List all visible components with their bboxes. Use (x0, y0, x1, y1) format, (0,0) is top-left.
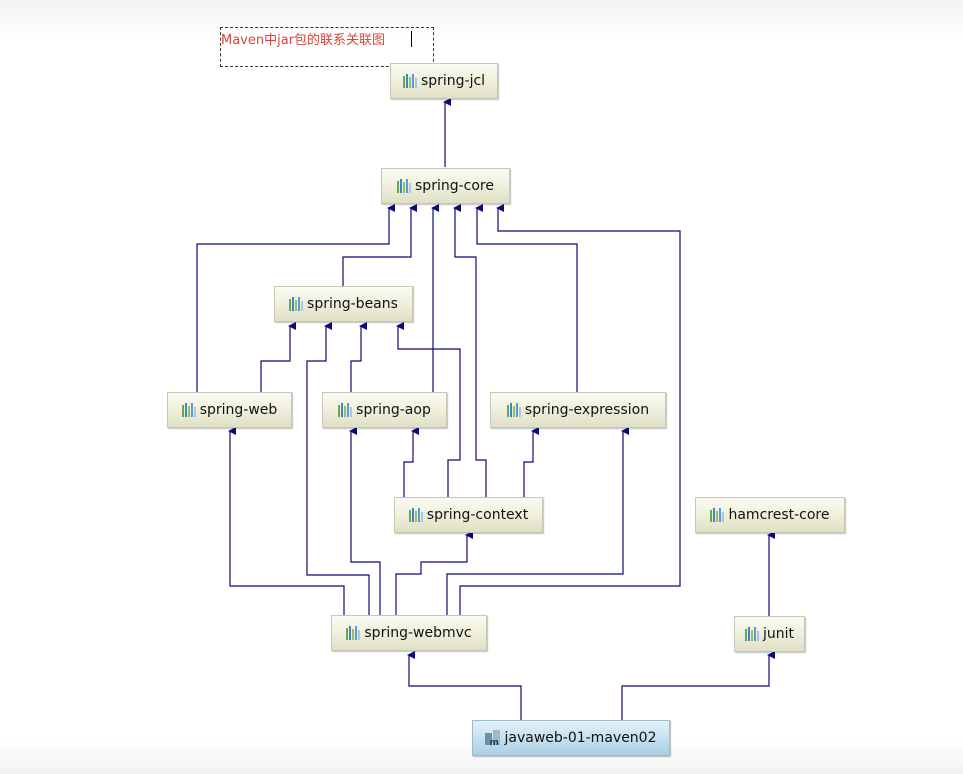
edge-webmvc-to-core (459, 204, 681, 615)
node-label: spring-context (426, 507, 529, 523)
node-label: spring-beans (307, 296, 398, 312)
jar-icon (397, 179, 412, 193)
jar-icon (181, 403, 196, 417)
jar-icon (408, 508, 423, 522)
jar-icon (744, 627, 759, 641)
text-cursor (411, 31, 412, 47)
node-spring-jcl[interactable]: spring-jcl (390, 63, 498, 99)
edge-webmvc-to-context (395, 531, 473, 615)
node-project-javaweb-01-maven02[interactable]: m javaweb-01-maven02 (472, 720, 670, 756)
edge-webmvc-to-web (228, 427, 345, 615)
node-spring-core[interactable]: spring-core (381, 168, 510, 204)
edge-context-to-core (453, 204, 487, 497)
maven-project-icon: m (485, 730, 501, 748)
jar-icon (402, 74, 417, 88)
node-spring-web[interactable]: spring-web (167, 392, 292, 428)
jar-icon (710, 508, 725, 522)
edge-context-to-beans (396, 322, 461, 497)
jar-icon (346, 626, 361, 640)
node-label: spring-aop (356, 402, 431, 418)
edge-project-to-junit (621, 651, 775, 720)
jar-icon (506, 403, 521, 417)
node-spring-webmvc[interactable]: spring-webmvc (331, 615, 487, 651)
edge-beans-to-core (342, 204, 417, 286)
edge-context-to-aop (403, 427, 419, 497)
edge-web-to-beans (260, 322, 296, 392)
node-spring-aop[interactable]: spring-aop (322, 392, 447, 428)
node-hamcrest-core[interactable]: hamcrest-core (695, 497, 845, 533)
diagram-title: Maven中jar包的联系关联图 (221, 33, 386, 48)
edge-web-to-core (196, 204, 395, 392)
edge-webmvc-to-expression (446, 427, 629, 615)
node-label: spring-expression (524, 402, 650, 418)
edge-webmvc-to-beans (306, 322, 370, 615)
node-label: junit (762, 626, 794, 642)
node-label: hamcrest-core (728, 507, 830, 523)
edge-webmvc-to-aop (349, 427, 381, 615)
edge-aop-to-beans (350, 322, 367, 392)
edge-project-to-webmvc (407, 651, 522, 720)
node-label: javaweb-01-maven02 (504, 730, 657, 746)
node-label: spring-webmvc (364, 625, 472, 641)
jar-icon (338, 403, 353, 417)
node-label: spring-web (199, 402, 278, 418)
jar-icon (289, 297, 304, 311)
edge-expression-to-core (475, 204, 578, 392)
edge-context-to-expression (523, 427, 539, 497)
node-spring-beans[interactable]: spring-beans (274, 286, 413, 322)
diagram-title-box[interactable]: Maven中jar包的联系关联图 (220, 27, 434, 67)
node-spring-context[interactable]: spring-context (394, 497, 543, 533)
node-spring-expression[interactable]: spring-expression (490, 392, 666, 428)
node-junit[interactable]: junit (734, 616, 805, 652)
node-label: spring-core (415, 178, 494, 194)
node-label: spring-jcl (420, 73, 486, 89)
